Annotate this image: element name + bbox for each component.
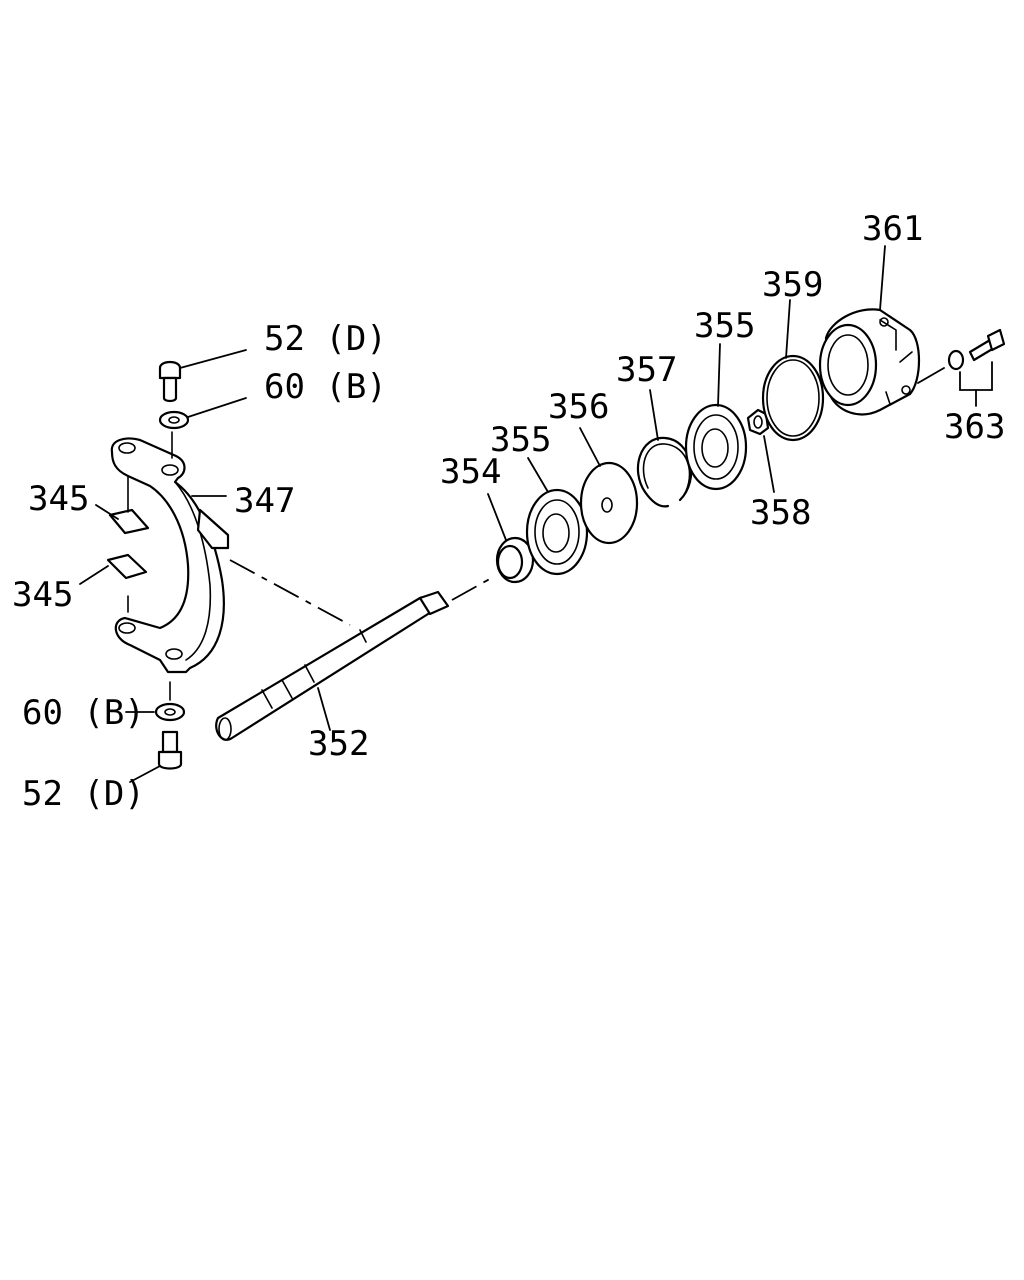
label-355-left: 355 xyxy=(490,420,551,460)
label-355-right: 355 xyxy=(694,306,755,346)
snap-ring-357 xyxy=(636,436,693,508)
label-358: 358 xyxy=(750,493,811,533)
bolt-52d-top xyxy=(158,360,182,403)
o-ring-359 xyxy=(761,354,825,442)
plate-356 xyxy=(579,461,639,545)
washer-363 xyxy=(947,349,965,371)
shift-shaft-352 xyxy=(215,590,450,741)
bolt-52d-bottom xyxy=(157,730,183,770)
label-345-lower: 345 xyxy=(12,575,73,615)
label-354: 354 xyxy=(440,452,501,492)
label-363: 363 xyxy=(944,407,1005,447)
label-359: 359 xyxy=(762,265,823,305)
pad-345-lower xyxy=(106,553,148,613)
shift-fork-347 xyxy=(110,437,230,674)
pad-345-upper xyxy=(108,475,150,535)
label-361: 361 xyxy=(862,209,923,249)
washer-60b-bottom xyxy=(154,702,186,722)
label-347: 347 xyxy=(234,481,295,521)
label-60b-bottom: 60 (B) xyxy=(22,693,145,733)
bearing-355-right xyxy=(684,403,748,491)
label-52d-top: 52 (D) xyxy=(264,319,387,359)
bolt-363 xyxy=(968,328,1006,362)
bearing-355-left xyxy=(525,488,589,576)
housing-361 xyxy=(818,308,920,416)
label-345-upper: 345 xyxy=(28,479,89,519)
label-52d-bottom: 52 (D) xyxy=(22,774,145,814)
label-352: 352 xyxy=(308,724,369,764)
seal-354 xyxy=(495,536,535,584)
label-357: 357 xyxy=(616,350,677,390)
callout-labels: 361 359 355 357 356 355 354 358 363 52 (… xyxy=(12,209,1005,814)
nut-358 xyxy=(746,408,770,436)
label-60b-top: 60 (B) xyxy=(264,367,387,407)
label-356: 356 xyxy=(548,387,609,427)
washer-60b-top xyxy=(158,410,190,430)
leader-lines xyxy=(79,245,993,783)
